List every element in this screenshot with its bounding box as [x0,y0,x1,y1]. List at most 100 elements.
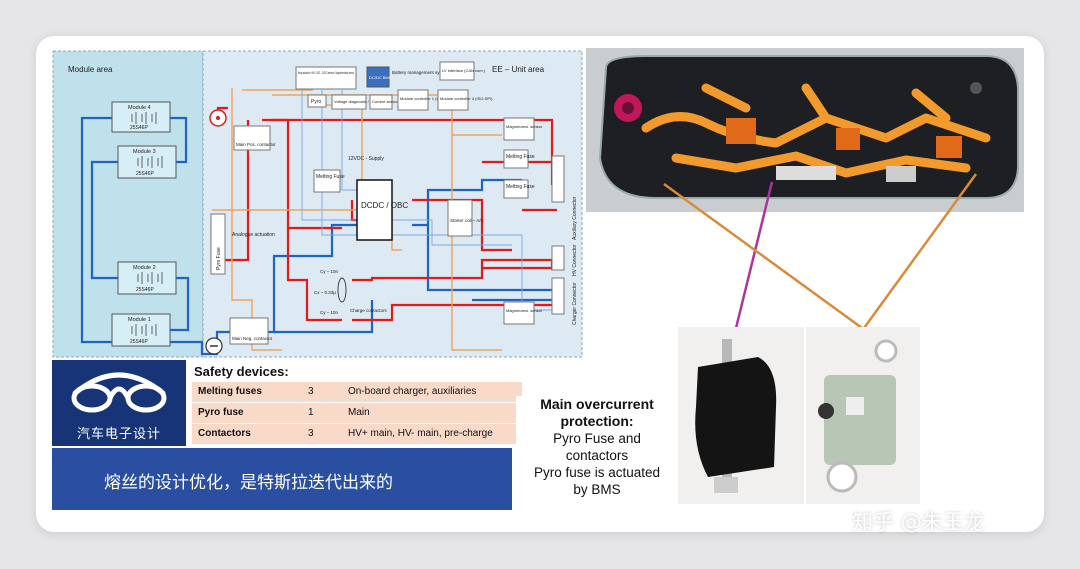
melting-fuse-aux-2-label: Melting Fuse [506,184,535,190]
analog-actuation-label: Analogue actuation [232,232,275,238]
watermark: 知乎 @朱玉龙 [852,510,985,534]
caption-text: 熔丝的设计优化，是特斯拉迭代出来的 [104,473,393,493]
cy1-label: Cy – 10n [320,269,339,274]
module-3-label: Module 3 [133,149,156,155]
ee-unit-label: EE – Unit area [492,65,545,74]
module-2-cells: 25S46P [136,287,154,293]
magneto-sensor-top-label: Magnetoresi. sensor [506,124,543,129]
module-1-label: Module 1 [128,317,151,323]
pyro-fuse-photo [678,327,804,504]
charge-contactors-label: Charge contactors [350,308,388,313]
device-name: Melting fuses [198,386,262,397]
module-ctrl-4-box [437,89,469,111]
aux-connector [551,155,565,203]
dcdc-bms-box [366,66,390,88]
device-use: HV+ main, HV- main, pre-charge [348,428,493,439]
bms-label: Battery management system [392,70,450,75]
main-pos-contactor [233,125,271,151]
current-sensor-label: Current sensor [372,99,399,104]
melting-fuse-obc-label: Melting Fuse [316,174,345,180]
caption-banner: 熔丝的设计优化，是特斯拉迭代出来的 [52,448,512,510]
module-1: Module 1 25S46P [111,313,171,347]
device-name: Pyro fuse [198,407,244,418]
pyro-fuse-callout-line [734,181,774,329]
lv-interface-box [439,61,475,81]
lv-interface-label: LV interface (CAN com.) [442,68,486,73]
module-3: Module 3 25S46P [117,145,177,179]
cell-glyphs [131,112,163,336]
melting-fuse-aux-2 [503,179,529,199]
callout-lines [663,173,978,330]
cy2-label: Cy – 10n [320,310,339,315]
current-sensor-box [369,94,393,110]
device-count: 1 [308,407,314,418]
melting-fuse-obc [313,169,341,193]
battery-pack-illustration [586,48,1024,212]
relay-actuation-label: Relay actuation / HVIL / OBC – DCDC inte… [298,70,354,75]
pyro-fuse-label: Pyro Fuse [216,247,222,270]
device-count: 3 [308,386,314,397]
car-logo-icon [71,372,167,413]
note-title-1: Main overcurrent [540,396,654,412]
magneto-sensor-top [503,117,535,141]
module-4-cells: 25S46P [130,125,148,131]
module-ctrl-4-label: Module controller 4 (ISO-SPI) [440,96,493,101]
table-row: Melting fuses 3 On-board charger, auxili… [192,382,522,402]
pyro-box-label: Pyro [311,99,322,105]
pyro-fuse-illustration [695,339,777,493]
note-title-2: protection: [560,413,634,429]
main-neg-contactor [229,317,269,345]
module-4: Module 4 25S46P [111,101,171,133]
capacitor-symbol [337,277,347,303]
supply-label: 12VDC - Supply [348,156,384,162]
charger-connector [551,277,565,315]
hv-negative-wiring [80,116,557,356]
slide-card: Module area EE – Unit area Module 4 25S4… [36,36,1044,532]
voltage-diag-label: Voltage diagnostic / sense [334,99,381,104]
brand-logo: 汽车电子设计 [52,360,186,446]
device-count: 3 [308,428,314,439]
dcdc-obc-box [356,179,393,241]
main-overcurrent-note: Main overcurrent protection: Pyro Fuse a… [516,396,678,508]
hv-connector [551,245,565,271]
contactor-illustration [818,339,898,493]
magneto-sensor-bottom [503,301,535,325]
device-use: On-board charger, auxiliaries [348,386,477,397]
pyro-fuse [210,213,226,275]
module-3-cells: 25S46P [136,171,154,177]
magneto-sensor-bottom-label: Magnetoresi. sensor [506,308,543,313]
contactor-callout-line-right [862,173,978,329]
note-line-2: contactors [565,448,629,463]
melting-fuse-aux-1-label: Melting Fuse [506,154,535,160]
main-pos-label: Main Pos. contactor [236,142,276,147]
starter-coil-label: Starter coil – A/C [450,218,485,223]
voltage-diag-box [331,94,367,110]
contactor-photo [806,327,920,504]
table-row: Pyro fuse 1 Main [192,403,522,423]
pyro-box [307,94,327,108]
melting-fuse-aux-1 [503,149,529,169]
table-row: Contactors 3 HV+ main, HV- main, pre-cha… [192,424,522,444]
main-neg-label: Main Neg. contactor [232,336,273,341]
battery-pack-photo [586,48,1024,212]
module-area-label: Module area [68,65,113,74]
battery-schematic-diagram: Module area EE – Unit area Module 4 25S4… [52,50,584,360]
safety-devices-table: Safety devices: Melting fuses 3 On-board… [186,360,522,446]
contactor-callout-line-left [663,182,863,330]
starter-coil-box [447,199,473,237]
aux-connector-label: Auxiliary Connector [572,196,578,240]
note-line-4: by BMS [573,482,621,497]
dcdc-obc-label: DCDC / OBC [361,201,408,210]
module-2-label: Module 2 [133,265,156,271]
dcdc-bms-label: DC/DC BMS [369,75,392,80]
relay-actuation-box [295,66,357,90]
safety-title: Safety devices: [194,364,289,379]
module-1-cells: 25S46P [130,339,148,345]
note-line-1: Pyro Fuse and [553,431,641,446]
schematic-svg: Module area EE – Unit area Module 4 25S4… [52,50,583,358]
cx-label: Cx – 0.33µ [314,290,336,295]
charger-connector-label: Charger Connector [572,282,578,325]
brand-logo-text: 汽车电子设计 [76,427,161,442]
device-name: Contactors [198,428,251,439]
module-ctrl-1-label: Module controller 1 (ISO-SPI) [400,96,453,101]
